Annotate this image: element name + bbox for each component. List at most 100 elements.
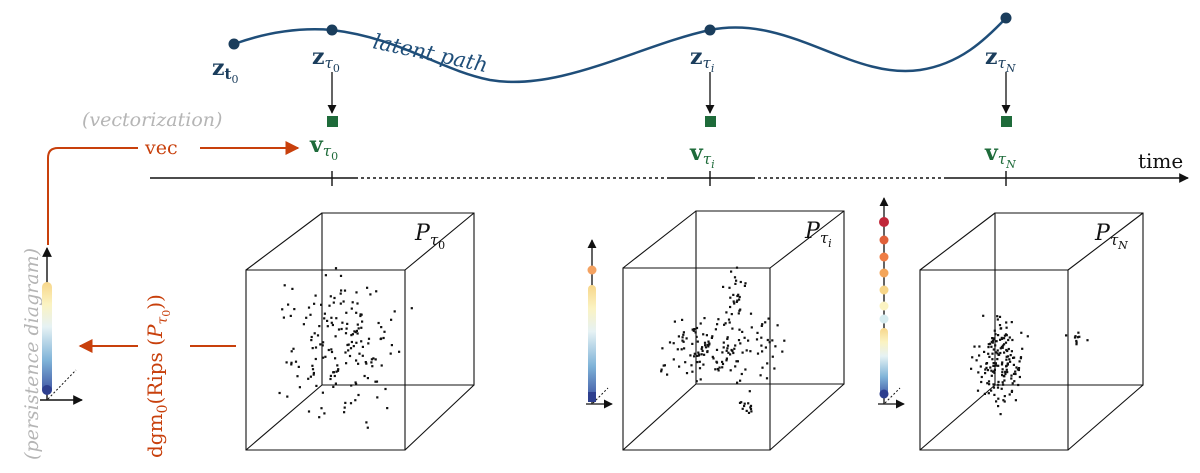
cloud-point-taui	[715, 348, 719, 351]
cloud-point-tauN	[983, 392, 986, 395]
latent-node-z0	[228, 38, 240, 50]
cloud-point-tauN	[1015, 366, 1018, 369]
cloud-point-tau0	[355, 382, 358, 386]
cloud-point-taui	[716, 367, 719, 371]
cloud-point-tauN	[1009, 354, 1012, 357]
cloud-point-taui	[717, 369, 720, 372]
cloud-point-taui	[695, 380, 698, 383]
cloud-point-tauN	[977, 371, 980, 374]
cloud-point-taui	[722, 341, 725, 344]
cloud-point-tau0	[350, 384, 353, 387]
cloud-point-taui	[728, 286, 731, 289]
cloud-point-taui	[693, 328, 696, 331]
cloud-point-taui	[767, 317, 770, 320]
latent-node-ztauN	[1000, 12, 1012, 24]
cloud-point-tau0	[356, 332, 359, 335]
cloud-point-taui	[733, 347, 736, 350]
cloud-point-taui	[783, 339, 786, 342]
cloud-point-tau0	[354, 399, 357, 402]
cloud-point-taui	[691, 328, 694, 331]
cloud-point-taui	[727, 351, 730, 354]
vec-label: vec	[144, 137, 178, 159]
cloud-point-tauN	[1026, 335, 1029, 338]
cloud-point-taui	[691, 342, 694, 345]
cloud-point-taui	[737, 293, 740, 296]
cloud-point-taui	[745, 349, 748, 352]
vector-square-tau0	[327, 116, 338, 127]
cloud-point-taui	[702, 363, 705, 366]
cloud-point-tau0	[330, 350, 334, 354]
cloud-point-tauN	[987, 380, 991, 383]
cloud-point-tau0	[364, 361, 367, 364]
cloud-point-taui	[677, 335, 680, 338]
cloud-point-tau0	[322, 356, 325, 359]
latent-node-ztaui	[704, 24, 716, 36]
cloud-point-tau0	[318, 325, 321, 328]
cloud-point-tau0	[331, 323, 334, 327]
cloud-point-tau0	[367, 337, 371, 340]
persistence-diagram-main	[40, 247, 83, 405]
cloud-point-tau0	[386, 407, 389, 410]
cloud-point-taui	[755, 338, 759, 341]
cloud-point-tauN	[1005, 355, 1008, 358]
cloud-point-taui	[776, 324, 779, 327]
cloud-point-tau0	[353, 330, 356, 333]
cloud-point-tauN	[987, 343, 990, 346]
cloud-point-taui	[730, 270, 733, 273]
cloud-point-taui	[660, 368, 663, 371]
cloud-point-taui	[774, 345, 777, 348]
cloud-point-taui	[660, 370, 663, 373]
cloud-point-taui	[766, 338, 769, 342]
cloud-point-taui	[701, 346, 704, 349]
cloud-point-tauN	[1000, 363, 1004, 366]
cloud-point-taui	[725, 359, 728, 362]
cloud-point-taui	[735, 266, 739, 269]
cloud-point-tauN	[1003, 379, 1006, 382]
cloud-point-taui	[739, 379, 742, 382]
cloud-point-taui	[728, 321, 731, 324]
cloud-point-tau0	[377, 321, 380, 325]
cloud-point-tau0	[286, 395, 289, 398]
point-cloud-cube-taui	[622, 210, 845, 451]
cloud-point-tau0	[291, 287, 294, 290]
cloud-point-taui	[771, 339, 774, 342]
cloud-point-tauN	[999, 413, 1002, 416]
cloud-point-tauN	[980, 380, 983, 384]
cloud-point-tauN	[998, 315, 1002, 318]
cloud-point-taui	[666, 373, 669, 376]
cloud-point-taui	[661, 347, 664, 350]
cloud-point-tauN	[1013, 356, 1016, 359]
cloud-point-taui	[730, 313, 733, 316]
vector-square-tauN	[1001, 116, 1012, 127]
cloud-point-tauN	[984, 368, 987, 371]
cloud-point-taui	[723, 323, 726, 326]
cloud-point-taui	[724, 322, 727, 325]
cloud-point-tau0	[321, 344, 324, 347]
cloud-point-tauN	[1075, 343, 1078, 346]
cloud-point-taui	[736, 299, 739, 302]
cloud-point-tauN	[970, 367, 973, 370]
cloud-point-tauN	[1017, 368, 1020, 372]
cloud-point-taui	[739, 308, 742, 311]
cloud-point-taui	[704, 344, 707, 347]
cloud-point-tauN	[988, 383, 991, 386]
cloud-point-tau0	[309, 313, 312, 316]
cloud-point-tauN	[1008, 358, 1011, 361]
cloud-point-tauN	[986, 382, 989, 385]
cloud-point-tauN	[1001, 371, 1004, 374]
cloud-point-tau0	[334, 382, 337, 385]
cloud-point-tau0	[398, 350, 401, 353]
cloud-point-taui	[738, 295, 741, 299]
cloud-point-tauN	[1003, 351, 1006, 354]
cloud-point-tauN	[990, 369, 993, 372]
cloud-point-tauN	[1002, 383, 1005, 386]
cloud-point-tau0	[382, 336, 385, 340]
persistence-diagram-N	[878, 197, 905, 409]
cloud-point-tauN	[1021, 347, 1024, 350]
cloud-point-tau0	[344, 401, 347, 404]
cloud-point-tau0	[326, 319, 329, 322]
cloud-point-tau0	[393, 310, 396, 313]
cloud-point-taui	[698, 367, 702, 370]
cloud-point-tau0	[337, 328, 341, 331]
cloud-point-taui	[712, 357, 715, 360]
